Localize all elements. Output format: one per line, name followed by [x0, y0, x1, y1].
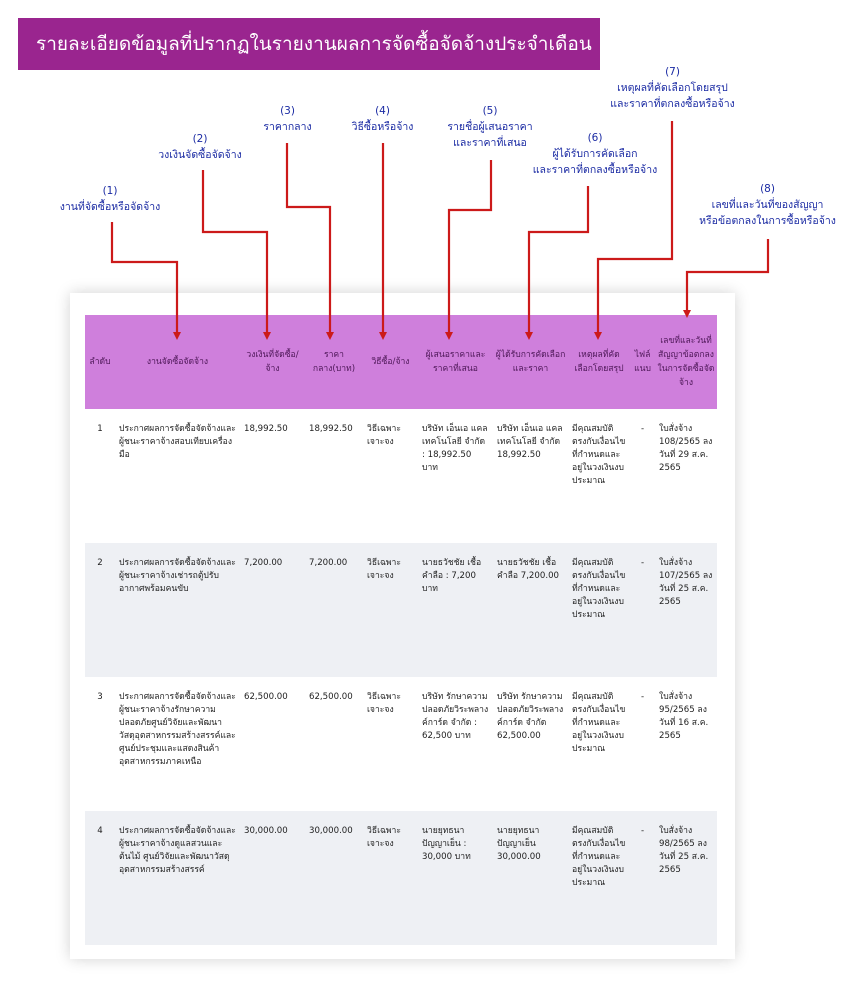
- arrow-2: [201, 170, 271, 340]
- cell-winner: นายยุทธนา ปัญญาเย็น 30,000.00: [493, 811, 568, 945]
- table-header-row: ลำดับ งานจัดซื้อจัดจ้าง วงเงินที่จัดซื้อ…: [85, 315, 717, 409]
- arrow-5: [445, 160, 493, 340]
- cell-contract: ใบสั่งจ้าง 95/2565 ลงวันที่ 16 ส.ค. 2565: [655, 677, 717, 811]
- cell-task: ประกาศผลการจัดซื้อจัดจ้างและผู้ชนะราคาจ้…: [115, 409, 240, 543]
- cell-reason: มีคุณสมบัติตรงกับเงื่อนไขที่กำหนดและอยู่…: [568, 409, 630, 543]
- annotation-4-number: (4): [375, 105, 390, 117]
- cell-attachment: -: [630, 409, 655, 543]
- header-contract: เลขที่และวันที่สัญญาข้อตกลงในการจัดซื้อจ…: [655, 315, 717, 409]
- cell-budget: 62,500.00: [240, 677, 305, 811]
- annotation-1-label: งานที่จัดซื้อหรือจัดจ้าง: [59, 201, 161, 213]
- cell-method: วิธีเฉพาะเจาะจง: [363, 543, 418, 677]
- header-winner: ผู้ได้รับการคัดเลือกและราคา: [493, 315, 568, 409]
- header-bidders: ผู้เสนอราคาและราคาที่เสนอ: [418, 315, 493, 409]
- cell-task: ประกาศผลการจัดซื้อจัดจ้างและผู้ชนะราคาจ้…: [115, 677, 240, 811]
- cell-attachment: -: [630, 811, 655, 945]
- table-row: 1 ประกาศผลการจัดซื้อจัดจ้างและผู้ชนะราคา…: [85, 409, 717, 543]
- cell-reason: มีคุณสมบัติตรงกับเงื่อนไขที่กำหนดและอยู่…: [568, 811, 630, 945]
- header-median-price: ราคากลาง(บาท): [305, 315, 363, 409]
- annotation-3: (3) ราคากลาง: [240, 103, 335, 135]
- cell-median-price: 62,500.00: [305, 677, 363, 811]
- header-method: วิธีซื้อ/จ้าง: [363, 315, 418, 409]
- cell-winner: บริษัท รักษาความปลอดภัยวิระพลางค์การ์ด จ…: [493, 677, 568, 811]
- annotation-2: (2) วงเงินจัดซื้อจัดจ้าง: [140, 131, 260, 163]
- cell-budget: 30,000.00: [240, 811, 305, 945]
- cell-method: วิธีเฉพาะเจาะจง: [363, 677, 418, 811]
- annotation-8-label-line2: หรือข้อตกลงในการซื้อหรือจ้าง: [699, 215, 836, 227]
- banner-title: รายละเอียดข้อมูลที่ปรากฏในรายงานผลการจัด…: [36, 33, 592, 55]
- annotation-8-label-line1: เลขที่และวันที่ของสัญญา: [711, 199, 824, 211]
- annotation-7-label-line2: และราคาที่ตกลงซื้อหรือจ้าง: [610, 98, 735, 110]
- arrow-3: [285, 143, 334, 340]
- table-row: 4 ประกาศผลการจัดซื้อจัดจ้างและผู้ชนะราคา…: [85, 811, 717, 945]
- cell-task: ประกาศผลการจัดซื้อจัดจ้างและผู้ชนะราคาจ้…: [115, 543, 240, 677]
- annotation-5-label-line1: รายชื่อผู้เสนอราคา: [447, 121, 533, 133]
- table-row: 3 ประกาศผลการจัดซื้อจัดจ้างและผู้ชนะราคา…: [85, 677, 717, 811]
- cell-index: 3: [85, 677, 115, 811]
- annotation-8-number: (8): [760, 183, 775, 195]
- cell-method: วิธีเฉพาะเจาะจง: [363, 811, 418, 945]
- annotation-6-number: (6): [587, 132, 603, 144]
- cell-budget: 7,200.00: [240, 543, 305, 677]
- annotation-5-label-line2: และราคาที่เสนอ: [453, 137, 527, 149]
- cell-median-price: 18,992.50: [305, 409, 363, 543]
- annotation-7: (7) เหตุผลที่คัดเลือกโดยสรุป และราคาที่ต…: [595, 64, 750, 112]
- table-row: 2 ประกาศผลการจัดซื้อจัดจ้างและผู้ชนะราคา…: [85, 543, 717, 677]
- cell-reason: มีคุณสมบัติตรงกับเงื่อนไขที่กำหนดและอยู่…: [568, 677, 630, 811]
- header-budget: วงเงินที่จัดซื้อ/จ้าง: [240, 315, 305, 409]
- annotation-1: (1) งานที่จัดซื้อหรือจัดจ้าง: [50, 183, 170, 215]
- arrow-1: [110, 222, 181, 340]
- annotation-4-label: วิธีซื้อหรือจ้าง: [351, 121, 414, 133]
- header-index: ลำดับ: [85, 315, 115, 409]
- cell-median-price: 7,200.00: [305, 543, 363, 677]
- cell-contract: ใบสั่งจ้าง 98/2565 ลงวันที่ 25 ส.ค. 2565: [655, 811, 717, 945]
- cell-median-price: 30,000.00: [305, 811, 363, 945]
- header-attachment: ไฟล์แนบ: [630, 315, 655, 409]
- page-banner: รายละเอียดข้อมูลที่ปรากฏในรายงานผลการจัด…: [18, 18, 600, 70]
- cell-winner: บริษัท เอ็นเอ แคลเทคโนโลยี จำกัด 18,992.…: [493, 409, 568, 543]
- cell-bidders: บริษัท เอ็นเอ แคลเทคโนโลยี จำกัด : 18,99…: [418, 409, 493, 543]
- arrow-6: [525, 186, 590, 340]
- cell-budget: 18,992.50: [240, 409, 305, 543]
- cell-method: วิธีเฉพาะเจาะจง: [363, 409, 418, 543]
- cell-bidders: นายยุทธนา ปัญญาเย็น : 30,000 บาท: [418, 811, 493, 945]
- cell-task: ประกาศผลการจัดซื้อจัดจ้างและผู้ชนะราคาจ้…: [115, 811, 240, 945]
- annotation-6-label-line2: และราคาที่ตกลงซื้อหรือจ้าง: [532, 164, 658, 176]
- annotation-2-label: วงเงินจัดซื้อจัดจ้าง: [158, 149, 242, 161]
- cell-reason: มีคุณสมบัติตรงกับเงื่อนไขที่กำหนดและอยู่…: [568, 543, 630, 677]
- annotation-7-number: (7): [665, 66, 680, 78]
- cell-index: 4: [85, 811, 115, 945]
- annotation-1-number: (1): [102, 185, 118, 197]
- cell-contract: ใบสั่งจ้าง 108/2565 ลงวันที่ 29 ส.ค. 256…: [655, 409, 717, 543]
- annotation-5: (5) รายชื่อผู้เสนอราคา และราคาที่เสนอ: [425, 103, 555, 151]
- cell-winner: นายธวัชชัย เชื้อคำลือ 7,200.00: [493, 543, 568, 677]
- cell-index: 1: [85, 409, 115, 543]
- annotation-2-number: (2): [192, 133, 208, 145]
- procurement-table: ลำดับ งานจัดซื้อจัดจ้าง วงเงินที่จัดซื้อ…: [85, 315, 717, 945]
- arrow-7: [594, 121, 674, 340]
- cell-attachment: -: [630, 677, 655, 811]
- cell-bidders: นายธวัชชัย เชื้อคำลือ : 7,200 บาท: [418, 543, 493, 677]
- annotation-3-label: ราคากลาง: [263, 121, 312, 133]
- annotation-4: (4) วิธีซื้อหรือจ้าง: [335, 103, 430, 135]
- cell-contract: ใบสั่งจ้าง 107/2565 ลงวันที่ 25 ส.ค. 256…: [655, 543, 717, 677]
- annotation-6: (6) ผู้ได้รับการคัดเลือก และราคาที่ตกลงซ…: [520, 130, 670, 178]
- annotation-3-number: (3): [280, 105, 295, 117]
- annotation-5-number: (5): [482, 105, 498, 117]
- annotation-8: (8) เลขที่และวันที่ของสัญญา หรือข้อตกลงใ…: [690, 181, 845, 229]
- cell-bidders: บริษัท รักษาความปลอดภัยวิระพลางค์การ์ด จ…: [418, 677, 493, 811]
- annotation-7-label-line1: เหตุผลที่คัดเลือกโดยสรุป: [617, 82, 728, 94]
- cell-attachment: -: [630, 543, 655, 677]
- arrow-8: [683, 239, 770, 318]
- cell-index: 2: [85, 543, 115, 677]
- annotation-6-label-line1: ผู้ได้รับการคัดเลือก: [552, 148, 638, 160]
